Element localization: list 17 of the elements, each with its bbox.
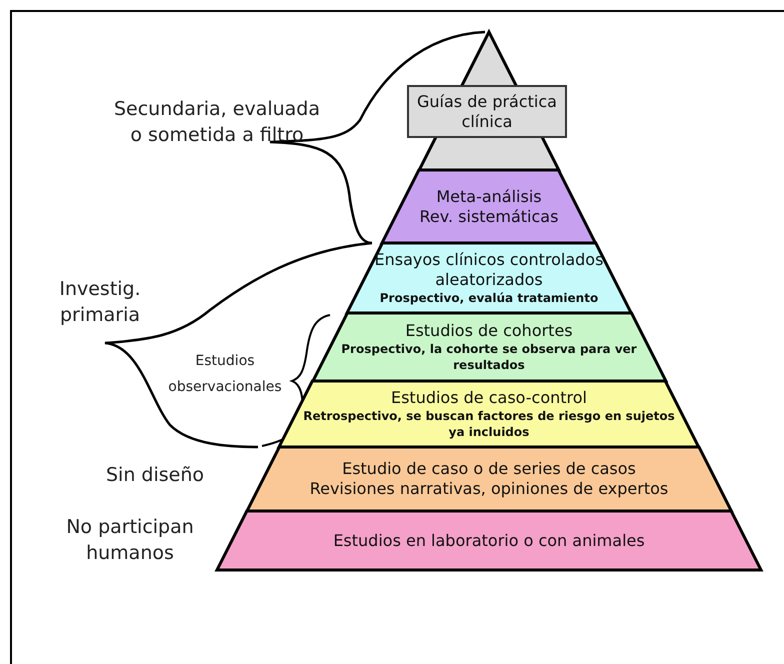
band-title: Rev. sistemáticas (420, 206, 558, 226)
band-title: Estudios en laboratorio o con animales (333, 530, 645, 550)
category-label: Estudios observacionales (167, 352, 283, 397)
band-title: Revisiones narrativas, opiniones de expertos (310, 479, 668, 499)
band-description: Prospectivo, evalúa tratamiento (380, 290, 598, 306)
category-label: Investig. primaria (58, 277, 142, 328)
category-label: Secundaria, evaluada o sometida a filtro (112, 97, 322, 148)
band-description: Prospectivo, la cohorte se observa para ver resultados (340, 341, 638, 373)
band-title: Estudio de caso o de series de casos (342, 459, 636, 479)
band-title: Estudios de caso-control (390, 388, 587, 408)
category-label: No participan humanos (65, 515, 195, 566)
band-title: Estudios de cohortes (405, 321, 573, 341)
band-title: Meta-análisis (436, 186, 542, 206)
band-title: Ensayos clínicos controlados aleatorizados (374, 250, 604, 290)
band-description: Retrospectivo, se buscan factores de riesgo en sujetos ya incluidos (302, 408, 676, 440)
category-label: Sin diseño (104, 463, 205, 488)
guideline-box: Guías de práctica clínica (407, 85, 567, 138)
